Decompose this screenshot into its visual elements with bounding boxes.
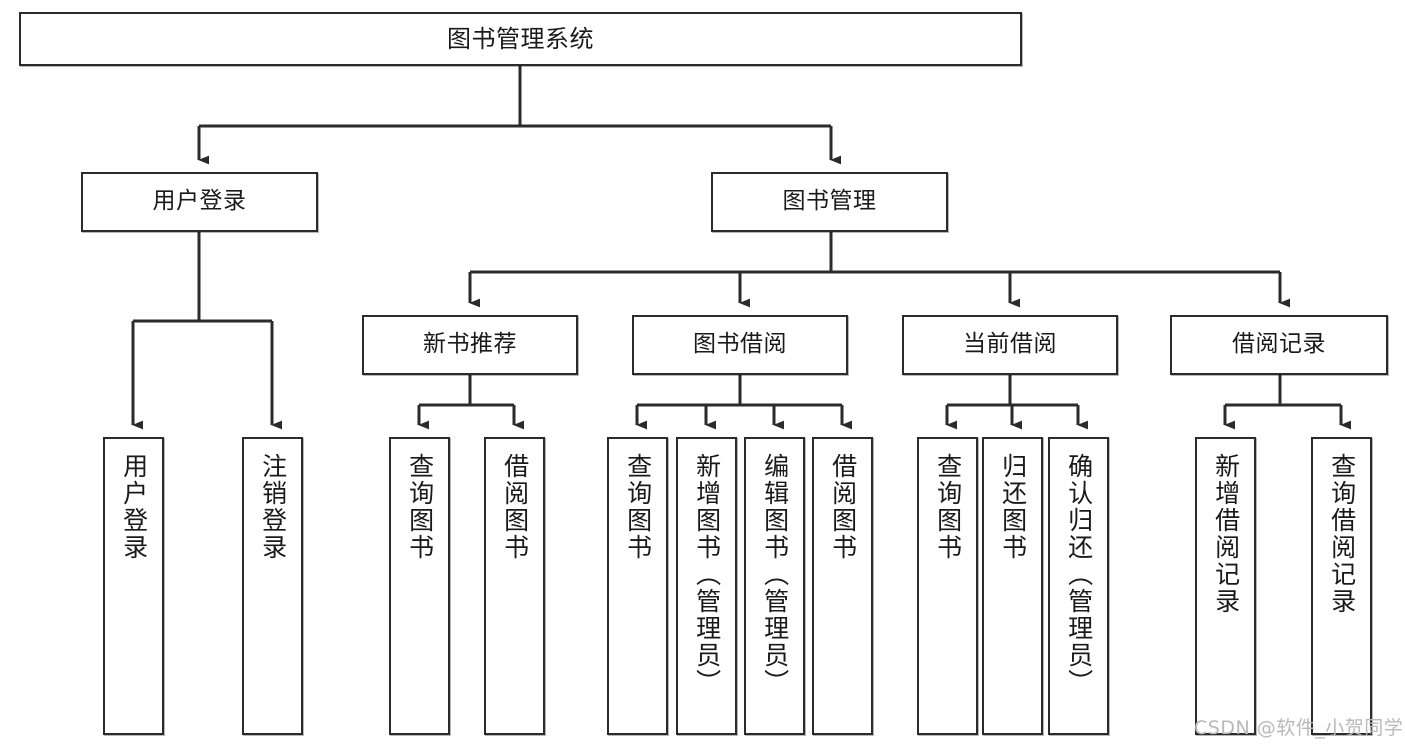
leaf-confirm-return-admin[interactable]: 确认归还（管理员） bbox=[1048, 437, 1109, 735]
node-label: 查询图书 bbox=[623, 453, 653, 561]
node-label: 图书借阅 bbox=[693, 331, 787, 358]
node-label: 新增借阅记录 bbox=[1211, 453, 1241, 615]
node-current-borrow[interactable]: 当前借阅 bbox=[902, 315, 1118, 375]
node-label: 借阅图书 bbox=[500, 453, 530, 561]
node-label: 借阅记录 bbox=[1232, 331, 1326, 358]
leaf-query-book-current[interactable]: 查询图书 bbox=[917, 437, 978, 735]
node-user-login[interactable]: 用户登录 bbox=[81, 172, 318, 232]
leaf-query-book-new[interactable]: 查询图书 bbox=[389, 437, 450, 735]
leaf-query-book-borrow[interactable]: 查询图书 bbox=[607, 437, 668, 735]
node-label: 图书管理 bbox=[782, 188, 877, 215]
node-book-management[interactable]: 图书管理 bbox=[711, 172, 948, 232]
node-label: 查询图书 bbox=[933, 453, 963, 561]
node-label: 确认归还（管理员） bbox=[1064, 453, 1094, 696]
leaf-borrow-book[interactable]: 借阅图书 bbox=[812, 437, 873, 735]
node-label: 查询借阅记录 bbox=[1327, 453, 1357, 615]
leaf-logout[interactable]: 注销登录 bbox=[242, 437, 303, 735]
leaf-edit-book-admin[interactable]: 编辑图书（管理员） bbox=[744, 437, 805, 735]
leaf-add-borrow-record[interactable]: 新增借阅记录 bbox=[1195, 437, 1256, 735]
node-label: 查询图书 bbox=[405, 453, 435, 561]
node-book-borrow[interactable]: 图书借阅 bbox=[632, 315, 848, 375]
node-label: 用户登录 bbox=[152, 188, 247, 215]
node-label: 借阅图书 bbox=[828, 453, 858, 561]
node-label: 新书推荐 bbox=[423, 331, 517, 358]
node-label: 编辑图书（管理员） bbox=[760, 453, 790, 696]
node-label: 归还图书 bbox=[998, 453, 1028, 561]
node-root-system[interactable]: 图书管理系统 bbox=[19, 12, 1022, 66]
leaf-query-borrow-record[interactable]: 查询借阅记录 bbox=[1311, 437, 1372, 735]
node-label: 图书管理系统 bbox=[447, 24, 594, 53]
leaf-borrow-book-new[interactable]: 借阅图书 bbox=[484, 437, 545, 735]
leaf-return-book[interactable]: 归还图书 bbox=[982, 437, 1043, 735]
node-label: 注销登录 bbox=[258, 453, 288, 561]
node-label: 新增图书（管理员） bbox=[692, 453, 722, 696]
node-label: 当前借阅 bbox=[963, 331, 1057, 358]
leaf-add-book-admin[interactable]: 新增图书（管理员） bbox=[676, 437, 737, 735]
node-borrow-records[interactable]: 借阅记录 bbox=[1170, 315, 1388, 375]
node-label: 用户登录 bbox=[119, 453, 149, 561]
node-new-book-recommend[interactable]: 新书推荐 bbox=[362, 315, 578, 375]
leaf-user-login[interactable]: 用户登录 bbox=[103, 437, 164, 735]
